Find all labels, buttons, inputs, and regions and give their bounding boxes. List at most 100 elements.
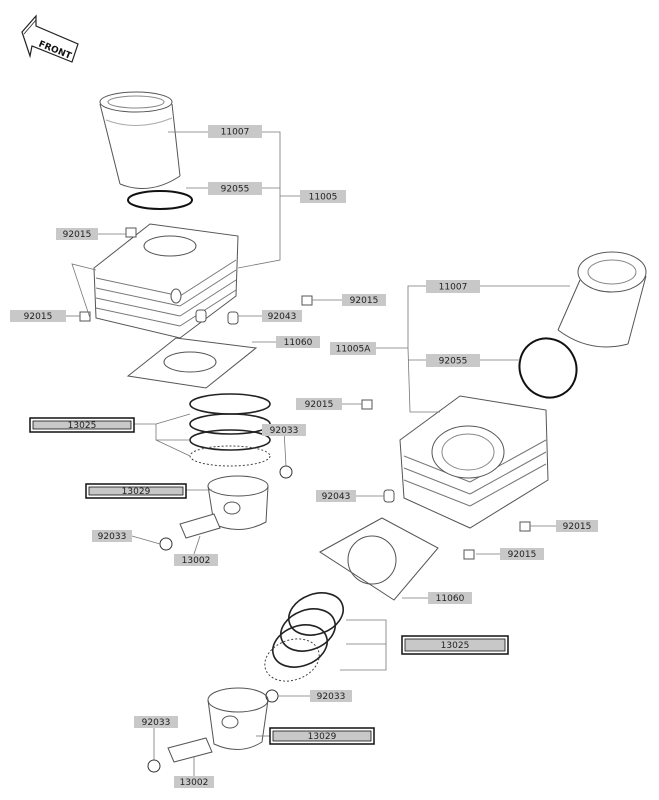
- callout-92015: 92015: [56, 228, 98, 240]
- callout-92015: 92015: [10, 310, 66, 322]
- callout-92033: 92033: [134, 716, 178, 728]
- callout-92015: 92015: [342, 294, 386, 306]
- callout-box: [88, 486, 184, 496]
- callout-box: [330, 342, 376, 355]
- callout-box: [272, 730, 372, 742]
- leader-lines: [66, 131, 570, 780]
- callout-text: 13002: [182, 556, 211, 566]
- callout-92015: 92015: [296, 398, 342, 410]
- callout-92015: 92015: [556, 520, 598, 532]
- callout-11007: 11007: [208, 125, 262, 138]
- o-ring-left: [127, 190, 193, 210]
- cylinder-sleeve-right: [557, 251, 647, 348]
- callout-box: [316, 490, 356, 502]
- callout-text: 92015: [350, 296, 379, 306]
- callout-box: [174, 776, 214, 788]
- circlip-right-a: [265, 689, 279, 703]
- bolt-92015-left-a: [125, 227, 137, 238]
- dowel-pin-left: [195, 309, 239, 325]
- front-arrow-icon: [21, 14, 79, 63]
- gasket-left: [126, 337, 258, 389]
- callout-text: 92043: [268, 312, 297, 322]
- callout-13002: 13002: [174, 554, 218, 566]
- piston-right: [207, 687, 269, 750]
- callout-text: 92033: [317, 692, 346, 702]
- callout-text: 92033: [98, 532, 127, 542]
- circlip-right-b: [147, 759, 161, 773]
- circlip-left-b: [159, 537, 173, 551]
- callout-13029: 13029: [269, 727, 375, 745]
- callout-text: 92043: [322, 492, 351, 502]
- callout-box: [174, 554, 218, 566]
- callout-box: [262, 424, 306, 436]
- callout-text: 13025: [68, 421, 97, 431]
- circlip-left-a: [279, 465, 293, 479]
- callout-92043: 92043: [316, 490, 356, 502]
- callout-box: [296, 398, 342, 410]
- cylinder-sleeve-left: [99, 91, 181, 189]
- callout-92055: 92055: [426, 354, 480, 367]
- bolt-92015-right-c: [463, 549, 475, 560]
- bolt-92015-left-b: [79, 311, 91, 322]
- callout-box: [426, 280, 480, 293]
- callout-box: [262, 310, 302, 322]
- dowel-pin-right: [383, 489, 395, 503]
- piston-rings-left: [189, 393, 271, 467]
- callout-box: [426, 354, 480, 367]
- callout-92015: 92015: [500, 548, 544, 560]
- callout-text: 13002: [180, 778, 209, 788]
- callout-92033: 92033: [262, 424, 306, 436]
- callout-text: 92055: [439, 357, 468, 367]
- bolt-92015-right-a: [361, 399, 373, 410]
- callout-text: 92055: [221, 185, 250, 195]
- callout-11060: 11060: [276, 336, 320, 348]
- bolt-92015-right-b: [519, 521, 531, 532]
- callout-13029: 13029: [85, 483, 187, 499]
- callout-box: [556, 520, 598, 532]
- callout-box: [428, 592, 472, 604]
- callout-text: 11007: [221, 128, 250, 138]
- callout-box: [276, 336, 320, 348]
- callout-11005: 11005: [300, 190, 346, 203]
- callout-13025: 13025: [401, 635, 509, 655]
- callout-text: 13029: [308, 732, 337, 742]
- callout-11005A: 11005A: [330, 342, 376, 355]
- callout-box: [92, 530, 132, 542]
- callout-box: [310, 690, 352, 702]
- callout-92033: 92033: [310, 690, 352, 702]
- callout-text: 13025: [441, 641, 470, 651]
- callout-13002: 13002: [174, 776, 214, 788]
- callout-text: 11060: [436, 594, 465, 604]
- callout-text: 92015: [508, 550, 537, 560]
- cylinder-block-left: [93, 223, 239, 339]
- callout-text: 11005A: [336, 345, 372, 355]
- o-ring-right: [518, 337, 578, 399]
- callout-box: [32, 420, 132, 430]
- cylinder-block-right: [399, 395, 549, 529]
- callout-box: [342, 294, 386, 306]
- callout-box: [208, 125, 262, 138]
- callout-box: [134, 716, 178, 728]
- callout-text: 13029: [122, 487, 151, 497]
- callout-box: [56, 228, 98, 240]
- callout-11007: 11007: [426, 280, 480, 293]
- piston-pin-right: [167, 737, 213, 763]
- callout-text: 11060: [284, 338, 313, 348]
- piston-pin-left: [179, 513, 221, 539]
- callout-text: 11007: [439, 283, 468, 293]
- callout-text: 92015: [305, 400, 334, 410]
- callout-box: [208, 182, 262, 195]
- callout-labels: 11007 92055 11005 92015 92015 92015 92043 11060…: [10, 125, 598, 788]
- callout-text: 92015: [563, 522, 592, 532]
- callout-11060: 11060: [428, 592, 472, 604]
- callout-box: [300, 190, 346, 203]
- callout-text: 92015: [63, 230, 92, 240]
- callout-text: 92033: [270, 426, 299, 436]
- callout-text: 92015: [24, 312, 53, 322]
- callout-text: 92033: [142, 718, 171, 728]
- callout-13025: 13025: [29, 417, 135, 433]
- bolt-92015-left-c: [301, 295, 313, 306]
- callout-box: [500, 548, 544, 560]
